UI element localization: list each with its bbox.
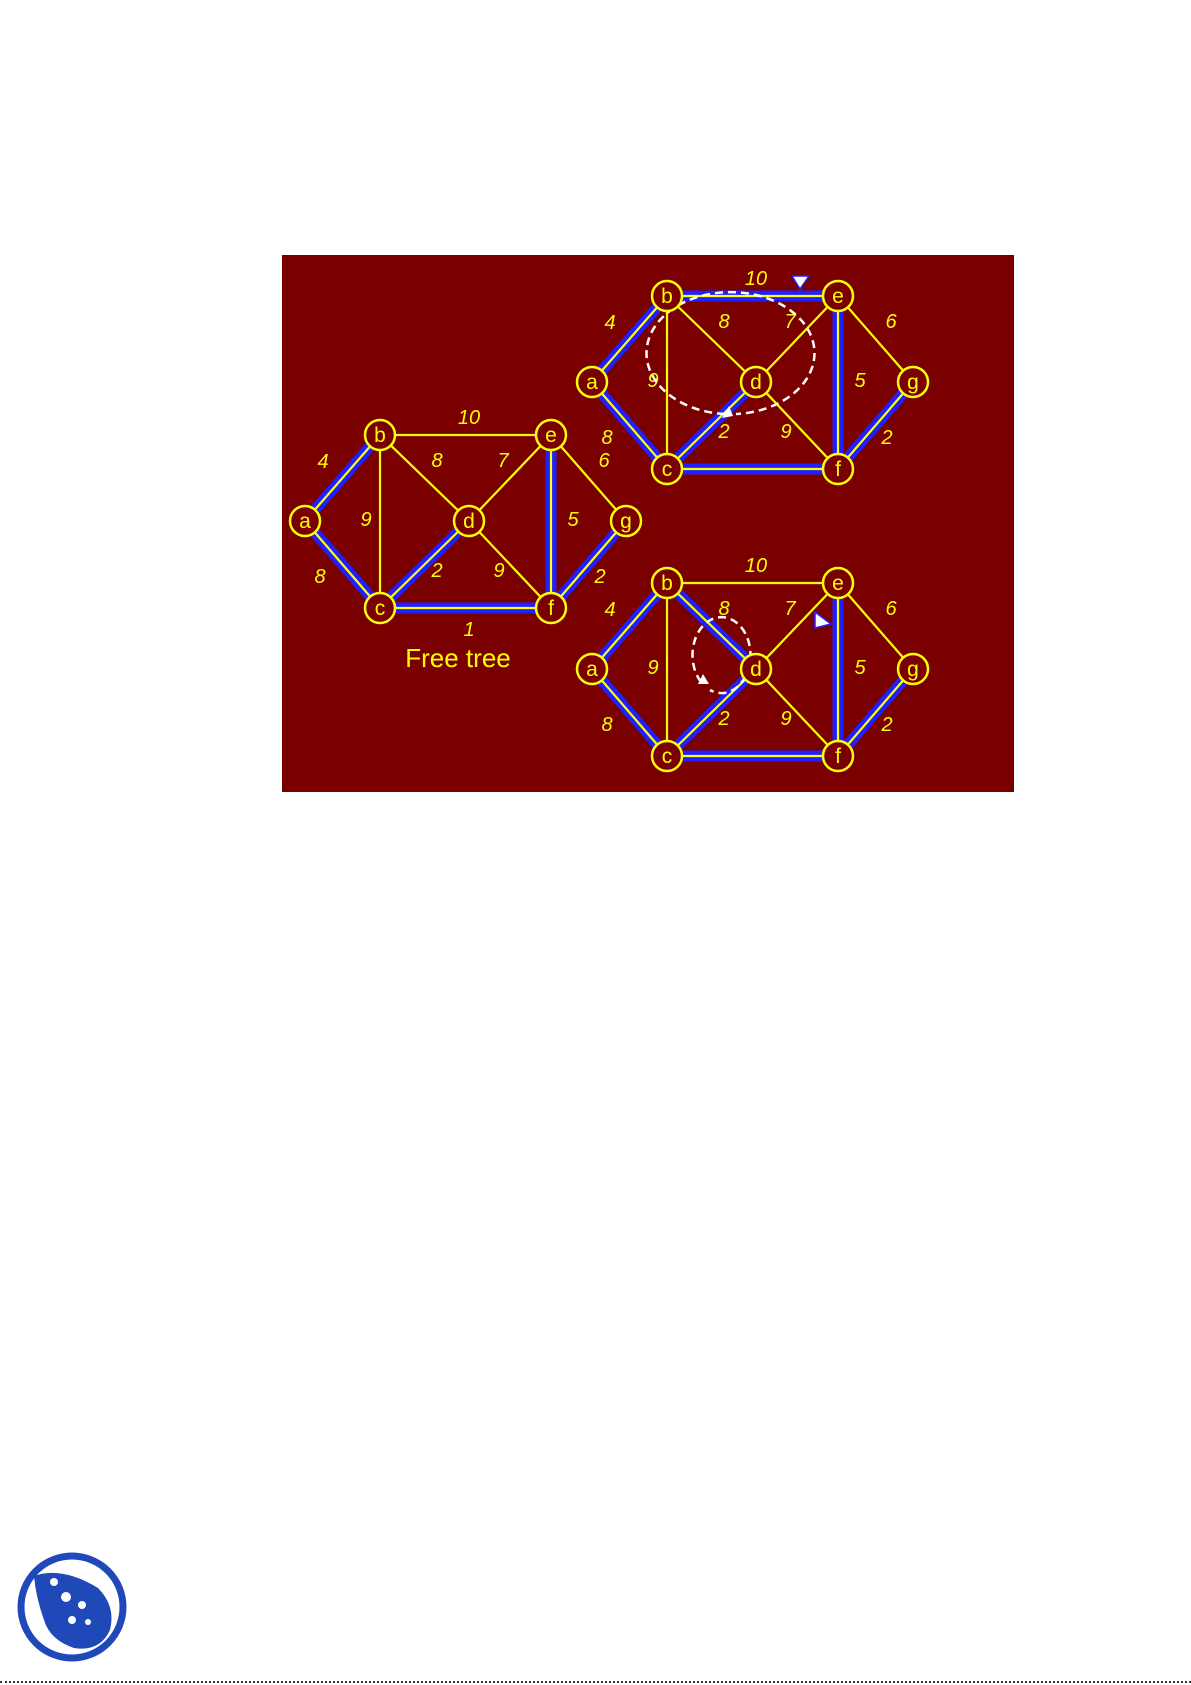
edge-weight-cd: 2 — [717, 421, 729, 443]
diagram-panel — [282, 255, 1014, 792]
svg-text:e: e — [545, 424, 557, 447]
edge-weight-fg: 2 — [880, 714, 892, 736]
footer-rule — [0, 1681, 1191, 1683]
svg-text:c: c — [375, 597, 386, 620]
svg-text:a: a — [586, 371, 598, 394]
edge-weight-eg: 6 — [598, 450, 610, 472]
node-f: f — [823, 741, 853, 771]
node-f: f — [823, 454, 853, 484]
svg-text:c: c — [662, 745, 673, 768]
node-f: f — [536, 593, 566, 623]
node-b: b — [652, 568, 682, 598]
node-d: d — [454, 506, 484, 536]
svg-text:g: g — [907, 371, 919, 394]
svg-text:g: g — [907, 658, 919, 681]
edge-weight-bc: 9 — [360, 509, 371, 531]
edge-weight-ed: 7 — [784, 598, 796, 620]
edge-weight-ef: 5 — [567, 509, 579, 531]
edge-weight-df: 9 — [493, 560, 504, 582]
edge-weight-ab: 4 — [604, 312, 615, 334]
svg-text:a: a — [586, 658, 598, 681]
node-e: e — [823, 568, 853, 598]
svg-text:f: f — [835, 745, 841, 768]
edge-weight-ef: 5 — [854, 370, 866, 392]
edge-weight-fg: 2 — [880, 427, 892, 449]
node-c: c — [652, 741, 682, 771]
node-e: e — [823, 281, 853, 311]
edge-weight-df: 9 — [780, 421, 791, 443]
edge-weight-ac: 8 — [314, 566, 325, 588]
edge-weight-ab: 4 — [604, 599, 615, 621]
svg-text:b: b — [374, 424, 386, 447]
edge-weight-be: 10 — [458, 407, 480, 429]
edge-weight-ab: 4 — [317, 451, 328, 473]
svg-text:e: e — [832, 572, 844, 595]
node-b: b — [365, 420, 395, 450]
node-e: e — [536, 420, 566, 450]
edge-weight-be: 10 — [745, 268, 767, 290]
svg-text:d: d — [750, 371, 762, 394]
edge-weight-cf: 1 — [463, 619, 474, 641]
node-c: c — [365, 593, 395, 623]
edge-weight-cd: 2 — [430, 560, 442, 582]
edge-weight-ed: 7 — [497, 450, 509, 472]
node-g: g — [611, 506, 641, 536]
node-d: d — [741, 654, 771, 684]
svg-text:g: g — [620, 510, 632, 533]
edge-weight-bd: 8 — [718, 311, 729, 333]
svg-text:f: f — [548, 597, 554, 620]
edge-weight-bc: 9 — [647, 657, 658, 679]
node-c: c — [652, 454, 682, 484]
edge-weight-fg: 2 — [593, 566, 605, 588]
svg-text:e: e — [832, 285, 844, 308]
edge-weight-ac: 8 — [601, 714, 612, 736]
svg-text:c: c — [662, 458, 673, 481]
node-g: g — [898, 367, 928, 397]
svg-text:d: d — [463, 510, 475, 533]
node-d: d — [741, 367, 771, 397]
edge-weight-df: 9 — [780, 708, 791, 730]
logo-icon — [21, 1556, 123, 1658]
edge-weight-cd: 2 — [717, 708, 729, 730]
graph-caption: Free tree — [405, 643, 511, 673]
node-a: a — [577, 654, 607, 684]
svg-text:b: b — [661, 572, 673, 595]
edge-weight-ef: 5 — [854, 657, 866, 679]
edge-weight-be: 10 — [745, 555, 767, 577]
edge-weight-eg: 6 — [885, 311, 897, 333]
edge-weight-eg: 6 — [885, 598, 897, 620]
node-b: b — [652, 281, 682, 311]
svg-text:a: a — [299, 510, 311, 533]
edge-weight-bd: 8 — [431, 450, 442, 472]
edge-weight-ac: 8 — [601, 427, 612, 449]
svg-text:f: f — [835, 458, 841, 481]
node-a: a — [290, 506, 320, 536]
svg-text:d: d — [750, 658, 762, 681]
node-g: g — [898, 654, 928, 684]
node-a: a — [577, 367, 607, 397]
svg-text:b: b — [661, 285, 673, 308]
